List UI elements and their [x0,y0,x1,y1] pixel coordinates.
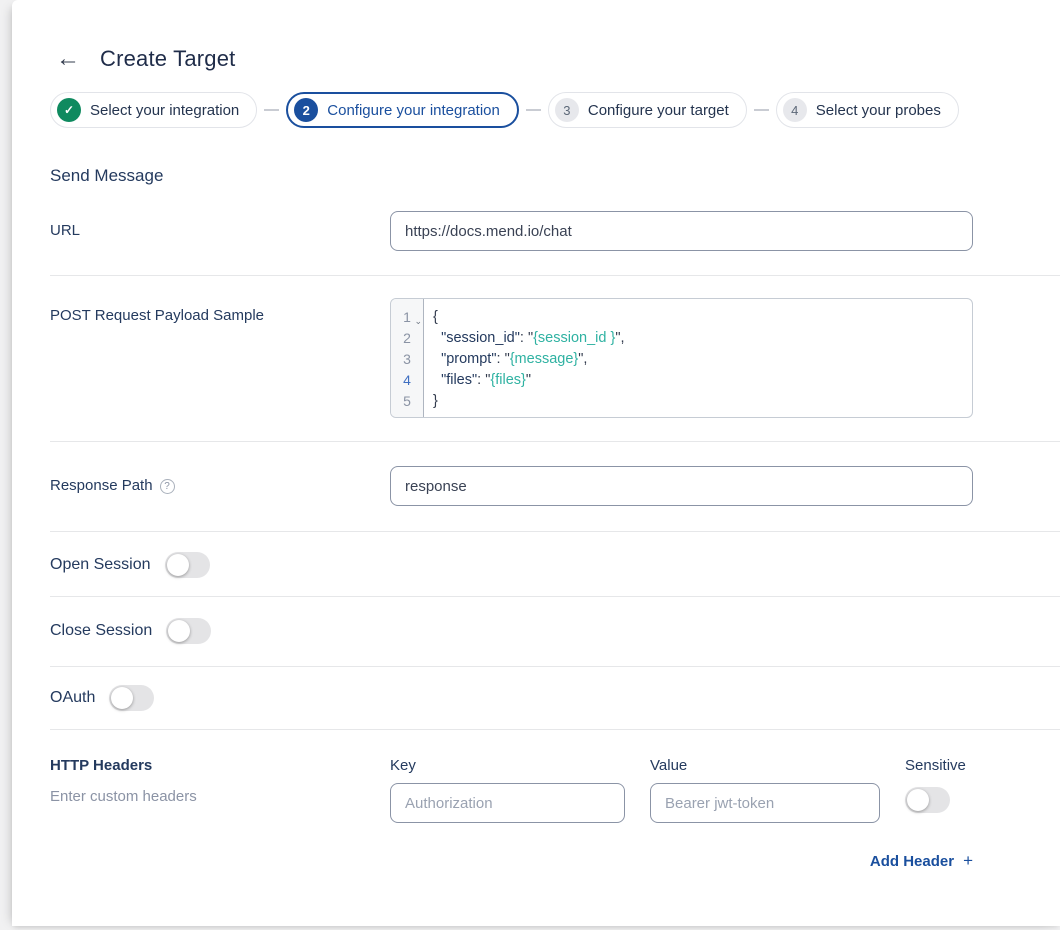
url-label: URL [50,222,81,239]
back-arrow-icon[interactable]: ← [56,45,80,72]
step-number: 4 [782,98,807,122]
open-session-row: Open Session [50,532,1060,597]
code-editor[interactable]: 1⌄ 2 3 4 5 { "session_id": "{session_id }", … [390,298,973,418]
toggle-knob [166,554,189,576]
code-line[interactable]: "session_id": "{session_id }", [441,330,625,346]
section-title-send-message: Send Message [50,166,164,185]
toggle-knob [111,687,134,709]
code-line[interactable]: { [433,309,438,325]
url-input[interactable] [390,211,973,251]
line-number: 3 [403,351,411,367]
step-select-probes[interactable]: 4 Select your probes [775,92,959,128]
http-headers-title: HTTP Headers [50,757,153,774]
step-label: Select your integration [90,101,240,119]
line-number: 5 [403,393,411,409]
wizard-stepper: ✓ Select your integration 2 Configure yo… [50,92,1060,128]
plus-icon: + [963,851,973,870]
oauth-toggle[interactable] [109,685,155,711]
add-header-label: Add Header [869,852,955,870]
check-icon: ✓ [57,98,81,122]
response-path-input[interactable] [390,466,973,506]
open-session-label: Open Session [50,556,151,573]
step-number: 3 [554,98,579,122]
help-icon[interactable]: ? [159,478,175,494]
toggle-knob [168,620,191,642]
fold-chevron-icon[interactable]: ⌄ [414,316,422,326]
code-editor-gutter: 1⌄ 2 3 4 5 [391,299,424,417]
step-configure-integration[interactable]: 2 Configure your integration [286,92,519,128]
page-title: Create Target [100,46,236,71]
code-line[interactable]: } [433,393,438,409]
create-target-panel: ← Create Target ✓ Select your integratio… [12,0,1060,926]
response-path-row: Response Path ? [50,466,1060,532]
open-session-toggle[interactable] [164,552,210,578]
step-label: Configure your target [587,101,729,119]
step-select-integration[interactable]: ✓ Select your integration [50,92,258,128]
header-key-label: Key [390,757,416,774]
line-number: 4 [403,372,411,388]
step-label: Configure your integration [327,101,500,119]
step-configure-target[interactable]: 3 Configure your target [547,92,747,128]
close-session-label: Close Session [50,622,153,639]
payload-row: POST Request Payload Sample 1⌄ 2 3 4 5 { "se… [50,298,1060,442]
toggle-knob [907,789,929,811]
page-header: ← Create Target [50,0,1060,72]
step-connector [753,109,769,111]
step-label: Select your probes [815,101,941,119]
response-path-label: Response Path [50,477,153,494]
close-session-row: Close Session [50,597,1060,667]
payload-label: POST Request Payload Sample [50,307,265,324]
code-line[interactable]: "prompt": "{message}", [441,351,588,367]
step-connector [525,109,541,111]
close-session-toggle[interactable] [166,618,212,644]
header-key-input[interactable] [390,783,625,823]
add-header-button[interactable]: Add Header + [870,851,973,871]
http-headers-row: HTTP Headers Enter custom headers Key Va… [50,757,1060,823]
step-number: 2 [294,98,319,122]
oauth-row: OAuth [50,667,1060,730]
sensitive-label: Sensitive [905,757,966,774]
step-connector [264,109,280,111]
code-editor-content[interactable]: { "session_id": "{session_id }", "prompt… [424,299,625,417]
oauth-label: OAuth [50,689,96,706]
code-line[interactable]: "files": "{files}" [441,372,532,388]
line-number: 2 [403,330,411,346]
http-headers-subtitle: Enter custom headers [50,788,197,805]
header-value-label: Value [650,757,688,774]
header-value-input[interactable] [650,783,880,823]
url-row: URL [50,211,1060,276]
line-number: 1⌄ [391,307,423,328]
sensitive-toggle[interactable] [905,787,950,813]
